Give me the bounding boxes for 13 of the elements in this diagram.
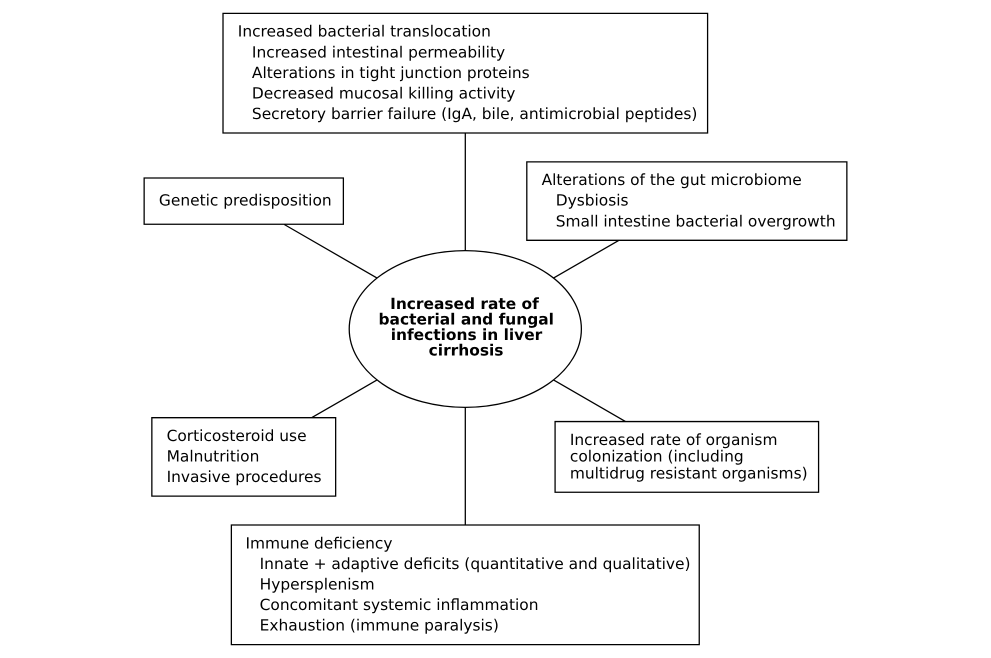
connector <box>553 240 620 279</box>
node-box: Genetic predisposition <box>144 177 344 225</box>
node-box: Increased bacterial translocation Increased intestinal permeability Alterations in tight junction proteins Decreased mucosal killing activity Secretory barrier failure (IgA, bile, antimicrobial peptides) <box>222 12 708 134</box>
connector <box>464 133 466 251</box>
connector <box>312 379 378 418</box>
node-box: Immune deficiency Innate + adaptive deficits (quantitative and qualitative) Hypersplenism Concomitant systemic inflammation Exhaustion (immune paralysis) <box>230 524 700 646</box>
connector <box>464 408 466 525</box>
node-box: Corticosteroid use Malnutrition Invasive procedures <box>151 417 336 497</box>
node-box: Alterations of the gut microbiome Dysbiosis Small intestine bacterial overgrowth <box>526 161 848 241</box>
node-box: Increased rate of organism colonization (including multidrug resistant organisms) <box>554 420 820 493</box>
connector <box>553 379 626 422</box>
node-ellipse: Increased rate of bacterial and fungal infections in liver cirrhosis <box>348 250 582 408</box>
connector <box>284 224 378 279</box>
